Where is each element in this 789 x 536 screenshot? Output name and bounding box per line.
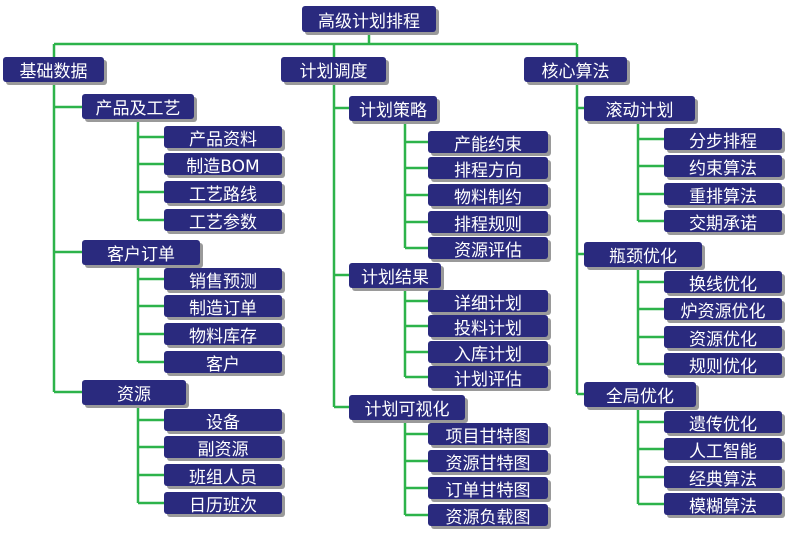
leaf-node: 重排算法 — [664, 183, 782, 207]
leaf-node: 遗传优化 — [664, 411, 782, 435]
leaf-node: 物料制约 — [428, 184, 548, 208]
leaf-node: 制造订单 — [164, 295, 282, 319]
leaf-node: 物料库存 — [164, 323, 282, 347]
leaf-node: 班组人员 — [164, 464, 282, 488]
leaf-node: 销售预测 — [164, 268, 282, 292]
leaf-node: 经典算法 — [664, 466, 782, 490]
leaf-node: 分步排程 — [664, 128, 782, 152]
leaf-node: 计划评估 — [428, 366, 548, 390]
branch-node-core-algorithms: 核心算法 — [524, 57, 627, 82]
leaf-node: 产品资料 — [164, 126, 282, 150]
branch-node-scheduling: 计划调度 — [281, 57, 386, 82]
leaf-node: 资源负载图 — [428, 504, 548, 528]
leaf-node: 资源优化 — [664, 326, 782, 350]
leaf-node: 设备 — [164, 409, 282, 433]
leaf-node: 入库计划 — [428, 341, 548, 365]
group-node-visualization: 计划可视化 — [349, 395, 465, 420]
branch-node-basic-data: 基础数据 — [3, 57, 104, 82]
leaf-node: 详细计划 — [428, 290, 548, 314]
leaf-node: 排程方向 — [428, 157, 548, 181]
leaf-node: 工艺路线 — [164, 181, 282, 205]
leaf-node: 副资源 — [164, 436, 282, 460]
leaf-node: 换线优化 — [664, 271, 782, 295]
group-node-results: 计划结果 — [349, 263, 441, 288]
leaf-node: 订单甘特图 — [428, 477, 548, 501]
leaf-node: 规则优化 — [664, 353, 782, 377]
leaf-node: 投料计划 — [428, 315, 548, 339]
group-node-product-process: 产品及工艺 — [82, 94, 194, 119]
leaf-node: 排程规则 — [428, 211, 548, 235]
group-node-global-opt: 全局优化 — [584, 382, 696, 407]
leaf-node: 人工智能 — [664, 438, 782, 462]
group-node-customer-orders: 客户订单 — [82, 240, 200, 265]
leaf-node: 模糊算法 — [664, 493, 782, 517]
leaf-node: 资源甘特图 — [428, 450, 548, 474]
group-node-resources: 资源 — [82, 380, 186, 405]
leaf-node: 制造BOM — [164, 153, 282, 177]
leaf-node: 项目甘特图 — [428, 423, 548, 447]
group-node-rolling-plan: 滚动计划 — [584, 96, 695, 121]
leaf-node: 资源评估 — [428, 237, 548, 261]
leaf-node: 工艺参数 — [164, 209, 282, 233]
group-node-bottleneck: 瓶颈优化 — [584, 242, 702, 267]
leaf-node: 客户 — [164, 351, 282, 375]
leaf-node: 约束算法 — [664, 155, 782, 179]
root-node: 高级计划排程 — [302, 6, 436, 32]
leaf-node: 交期承诺 — [664, 210, 782, 234]
leaf-node: 炉资源优化 — [664, 298, 782, 322]
leaf-node: 产能约束 — [428, 131, 548, 155]
leaf-node: 日历班次 — [164, 492, 282, 516]
group-node-strategy: 计划策略 — [349, 96, 437, 121]
